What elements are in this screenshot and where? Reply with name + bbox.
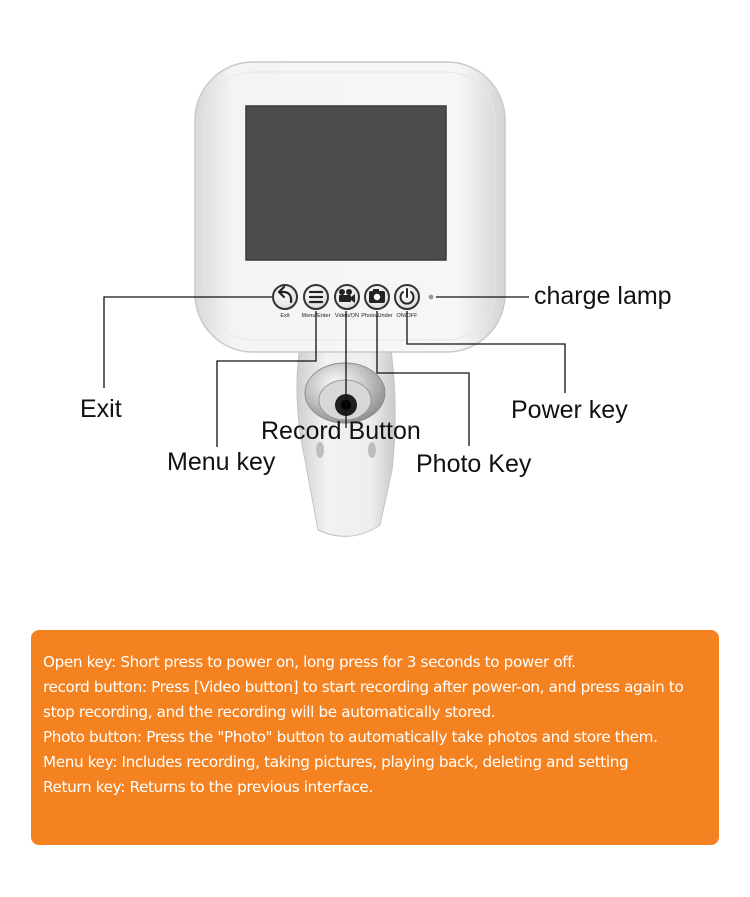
photo-under-button[interactable]: [364, 284, 390, 310]
label-video-on: Video/ON: [335, 313, 359, 319]
leader-power-key: [406, 311, 566, 393]
device-screen: [245, 105, 447, 261]
handle-slot: [368, 442, 376, 458]
record-button[interactable]: [304, 362, 386, 424]
video-on-button[interactable]: [334, 284, 360, 310]
callout-photo-key: Photo Key: [416, 450, 532, 478]
instruction-photo-button: Photo button: Press the "Photo" button t…: [43, 728, 658, 746]
instructions-panel: Open key: Short press to power on, long …: [31, 630, 719, 845]
menu-icon: [308, 290, 324, 304]
charge-lamp-indicator: [428, 294, 434, 300]
callout-exit: Exit: [80, 395, 122, 423]
device-bezel: [204, 71, 496, 341]
power-icon: [399, 288, 415, 305]
menu-enter-button[interactable]: [303, 284, 329, 310]
back-arrow-icon: [277, 285, 293, 304]
device-diagram: Exit Menu/Enter Video/ON Photo/Under ON/…: [103, 61, 566, 537]
leader-menu-key: [216, 311, 317, 447]
handle-slot: [316, 442, 324, 458]
instruction-record-button: record button: Press [Video button] to s…: [43, 678, 684, 721]
camera-icon: [369, 289, 385, 303]
instruction-menu-key: Menu key: Includes recording, taking pic…: [43, 753, 629, 771]
instruction-return-key: Return key: Returns to the previous inte…: [43, 778, 373, 796]
label-exit: Exit: [280, 313, 290, 319]
power-button[interactable]: [394, 284, 420, 310]
callout-charge-lamp: charge lamp: [534, 282, 672, 310]
video-camera-icon: [339, 289, 355, 303]
callout-menu-key: Menu key: [167, 448, 276, 476]
leader-photo-key: [376, 311, 470, 446]
callout-record-button: Record Button: [261, 417, 421, 445]
instruction-open-key: Open key: Short press to power on, long …: [43, 653, 576, 671]
exit-button[interactable]: [272, 284, 298, 310]
callout-power-key: Power key: [511, 396, 628, 424]
leader-exit: [103, 296, 272, 388]
